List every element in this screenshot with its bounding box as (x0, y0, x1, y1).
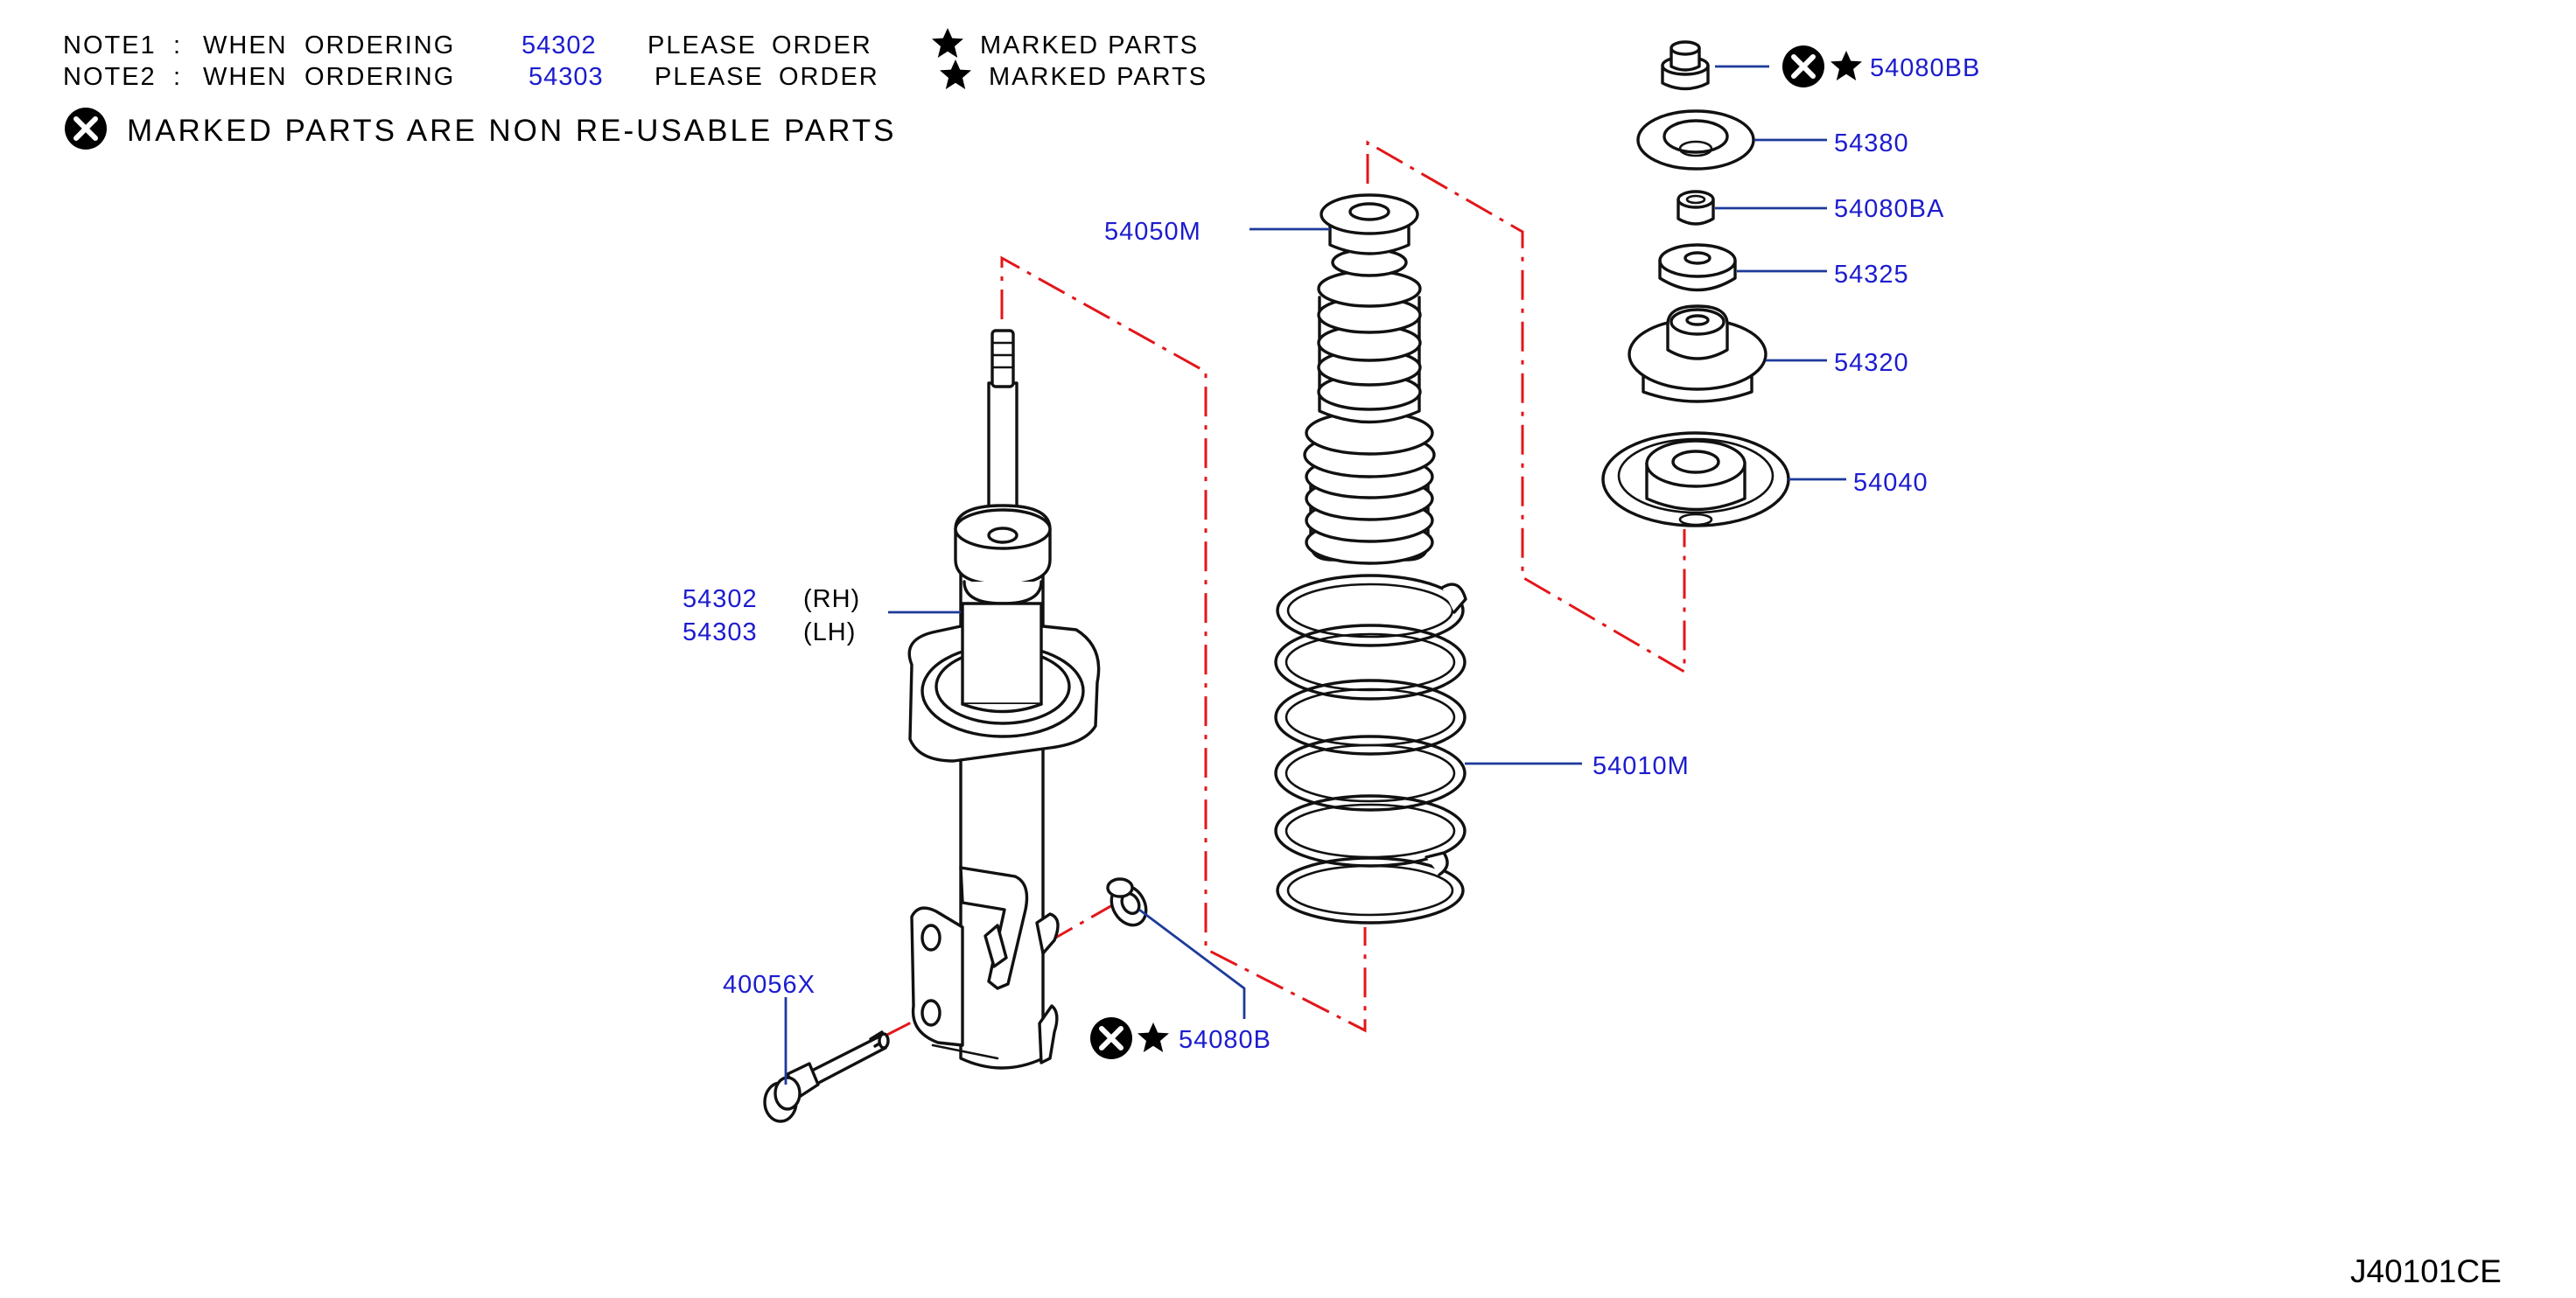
nut-54080BA (1676, 190, 1715, 226)
non-reusable-icon (1090, 1017, 1132, 1059)
non-reusable-icon (65, 108, 107, 150)
coil-spring-54010M (1274, 574, 1467, 925)
note1-suffix: MARKED PARTS (980, 31, 1199, 59)
note1-please: PLEASE (648, 31, 757, 59)
note-2: NOTE2 : WHEN ORDERING 54303 PLEASE ORDER… (63, 59, 1208, 91)
note1-order: ORDER (772, 31, 872, 59)
mount-54040 (1601, 431, 1790, 527)
note2-part-number: 54303 (528, 63, 604, 91)
part-label-54080BA: 54080BA (1834, 195, 1944, 223)
bump-stopper-54050M (1303, 193, 1436, 565)
note2-suffix: MARKED PARTS (989, 63, 1208, 91)
diagram-reference: J40101CE (2350, 1253, 2502, 1289)
note2-when: WHEN (203, 63, 288, 91)
non-reusable-icon (1782, 45, 1824, 87)
part-label-54010M: 54010M (1592, 752, 1690, 780)
note2-please: PLEASE (654, 63, 764, 91)
side-label-rh: (RH) (803, 585, 860, 613)
leader-lines (784, 65, 1846, 1085)
note2-separator: : (173, 63, 182, 91)
part-label-54080B: 54080B (1179, 1026, 1271, 1054)
part-label-54040: 54040 (1853, 469, 1928, 497)
star-icon (932, 28, 963, 58)
part-label-54320: 54320 (1834, 349, 1909, 377)
part-label-54302: 54302 (682, 585, 758, 613)
part-label-54380: 54380 (1834, 129, 1909, 157)
note2-ordering: ORDERING (304, 63, 455, 91)
note1-when: WHEN (203, 31, 288, 59)
note2-order: ORDER (779, 63, 879, 91)
part-label-54050M: 54050M (1104, 218, 1201, 246)
star-icon (1138, 1022, 1169, 1052)
part-label-54325: 54325 (1834, 261, 1909, 289)
part-label-40056X: 40056X (723, 971, 816, 999)
callouts: 54080BB 54380 54080BA 54325 54320 54040 … (682, 45, 1980, 1059)
assembly-lines (883, 140, 1686, 1038)
note2-label: NOTE2 (63, 63, 157, 91)
nut-54080BB (1661, 40, 1710, 91)
part-label-54303: 54303 (682, 618, 758, 646)
nonreusable-text: MARKED PARTS ARE NON RE-USABLE PARTS (127, 114, 897, 148)
star-icon (940, 59, 971, 89)
strut-assembly (907, 329, 1101, 1070)
washer-54380 (1636, 109, 1755, 171)
bushing-54325 (1658, 243, 1737, 292)
note1-ordering: ORDERING (304, 31, 455, 59)
bolt-40056X (763, 1030, 890, 1123)
note-nonreusable: MARKED PARTS ARE NON RE-USABLE PARTS (65, 108, 897, 150)
star-icon (1830, 51, 1862, 80)
side-label-lh: (LH) (803, 618, 856, 646)
nut-54080B (1106, 877, 1148, 927)
note1-label: NOTE1 (63, 31, 157, 59)
insulator-54320 (1628, 304, 1768, 403)
note1-separator: : (173, 31, 182, 59)
part-label-54080BB: 54080BB (1870, 54, 1980, 82)
note-1: NOTE1 : WHEN ORDERING 54302 PLEASE ORDER… (63, 28, 1199, 59)
note1-part-number: 54302 (522, 31, 597, 59)
